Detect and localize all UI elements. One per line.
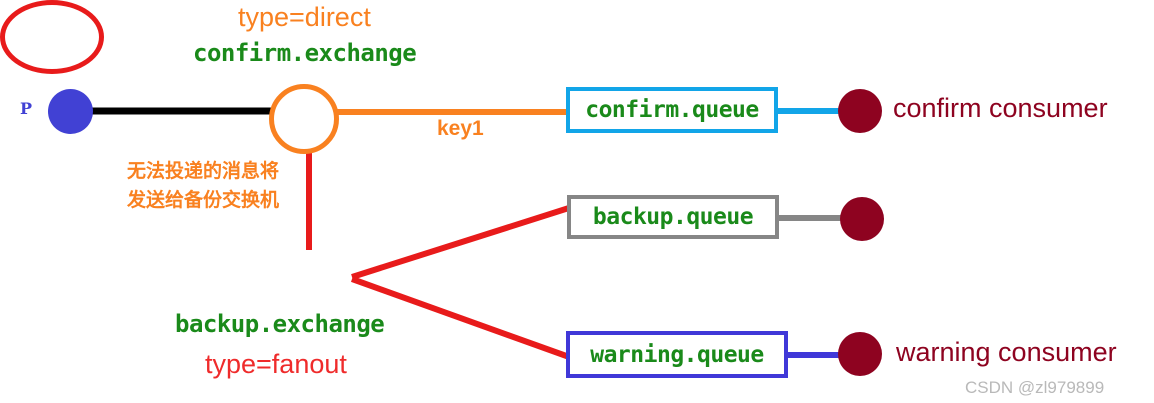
backup-exchange-note-line1: 无法投递的消息将 xyxy=(127,160,280,182)
backup-queue-box[interactable]: backup.queue xyxy=(567,195,779,239)
watermark: CSDN @zl979899 xyxy=(965,378,1105,397)
confirm-consumer-node[interactable] xyxy=(838,89,882,133)
backup-exchange-note: 无法投递的消息将 发送给备份交换机 xyxy=(127,157,279,215)
warning-queue-box[interactable]: warning.queue xyxy=(566,331,788,378)
producer-label: P xyxy=(20,99,33,118)
confirm-exchange-type-label: type=direct xyxy=(238,2,371,32)
warning-consumer-label: warning consumer xyxy=(896,337,1117,367)
confirm-queue-box[interactable]: confirm.queue xyxy=(566,87,778,133)
backup-exchange-type-label: type=fanout xyxy=(205,349,347,379)
edge-backup-exchange-to-backup-queue xyxy=(351,204,573,280)
warning-consumer-node[interactable] xyxy=(838,332,882,376)
backup-consumer-node[interactable] xyxy=(840,197,884,241)
backup-exchange-note-line2: 发送给备份交换机 xyxy=(127,189,280,211)
backup-exchange-node[interactable] xyxy=(0,0,104,74)
confirm-exchange-name-label: confirm.exchange xyxy=(193,39,417,67)
confirm-exchange-node[interactable] xyxy=(269,84,339,154)
confirm-consumer-label: confirm consumer xyxy=(893,93,1108,123)
binding-key1-label: key1 xyxy=(437,117,484,140)
backup-exchange-name-label: backup.exchange xyxy=(175,310,385,338)
producer-node[interactable] xyxy=(48,89,93,134)
edge-backup-exchange-to-warning-queue xyxy=(350,276,574,361)
